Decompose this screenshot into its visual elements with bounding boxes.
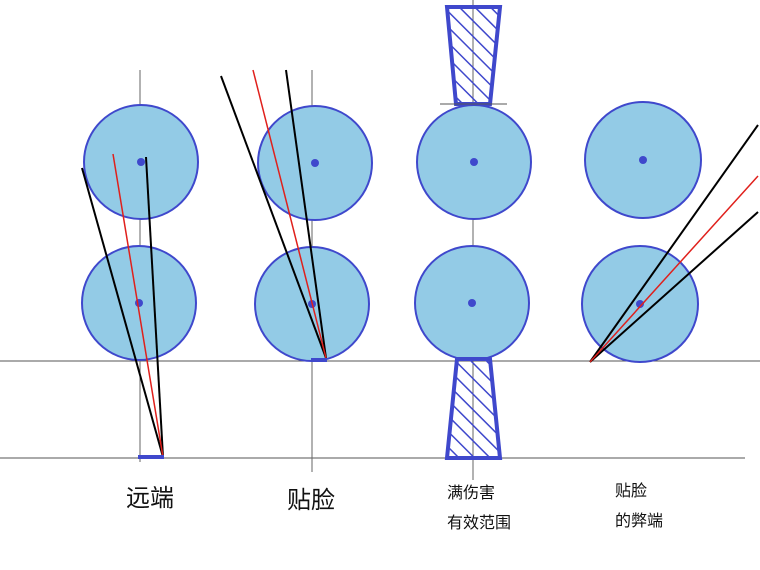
spread-line-right	[145, 156, 164, 458]
column-close-drawback	[581, 101, 759, 363]
caption-full-damage-line1: 满伤害	[447, 483, 496, 502]
spread-line-right	[285, 69, 327, 359]
aim-line	[589, 175, 759, 363]
center-dot	[470, 158, 478, 166]
center-dot	[135, 299, 143, 307]
column-full-damage	[414, 5, 532, 460]
center-dot	[468, 299, 476, 307]
caption-full-damage-line2: 有效范围	[447, 513, 512, 532]
caption-far: 远端	[126, 484, 174, 512]
spread-line-left	[220, 75, 327, 359]
spread-line-left	[81, 167, 164, 458]
center-dot	[636, 300, 644, 308]
hatched-range-block-bottom	[444, 357, 503, 460]
caption-close: 贴脸	[287, 486, 335, 514]
caption-close-drawback-line1: 贴脸	[615, 481, 648, 500]
spread-line-upper	[589, 124, 759, 363]
column-far	[81, 104, 199, 459]
center-dot	[137, 158, 145, 166]
aim-line	[112, 153, 164, 458]
aim-line	[252, 69, 327, 359]
spread-line-lower	[589, 211, 759, 363]
column-close	[220, 69, 373, 362]
center-dot	[639, 156, 647, 164]
center-dot	[311, 159, 319, 167]
caption-close-drawback-line2: 的弊端	[615, 511, 664, 530]
hatched-range-block-top	[444, 5, 503, 106]
